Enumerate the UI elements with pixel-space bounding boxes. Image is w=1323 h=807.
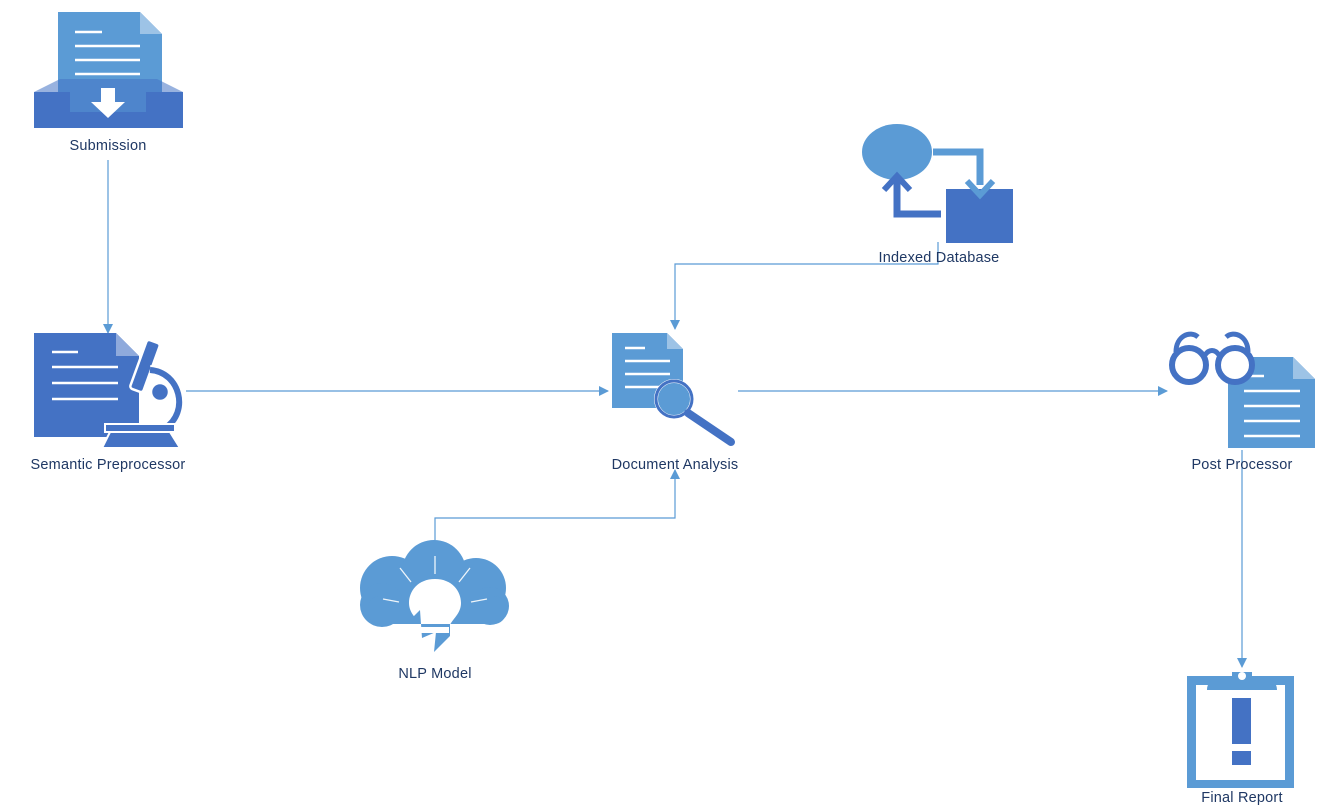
nlp-model-label: NLP Model (398, 666, 472, 682)
nlp-model-node[interactable] (360, 540, 509, 652)
indexed-database-label: Indexed Database (878, 250, 1000, 266)
glasses-document-icon (1169, 331, 1315, 448)
semantic-preprocessor-node[interactable] (34, 333, 185, 449)
document-analysis-node[interactable] (612, 333, 735, 446)
post-processor-label: Post Processor (1191, 457, 1293, 473)
indexed-database-node[interactable] (862, 124, 1013, 243)
data-flow-icon (862, 124, 1013, 243)
post-processor-node[interactable] (1169, 331, 1315, 448)
cloud-lightbulb-icon (360, 540, 509, 652)
edge-nlp-to-analysis[interactable] (434, 469, 680, 543)
semantic-preprocessor-label: Semantic Preprocessor (30, 457, 186, 473)
document-microscope-icon (34, 333, 185, 449)
edge-database-to-analysis[interactable] (670, 242, 939, 330)
connectors (103, 160, 1247, 668)
submission-label: Submission (69, 138, 147, 154)
submission-node[interactable] (34, 12, 183, 128)
final-report-label: Final Report (1201, 790, 1283, 806)
document-analysis-label: Document Analysis (611, 457, 739, 473)
inbox-document-icon (34, 12, 183, 128)
final-report-node[interactable] (1187, 672, 1294, 788)
document-search-icon (612, 333, 735, 446)
clipboard-alert-icon (1187, 672, 1294, 788)
